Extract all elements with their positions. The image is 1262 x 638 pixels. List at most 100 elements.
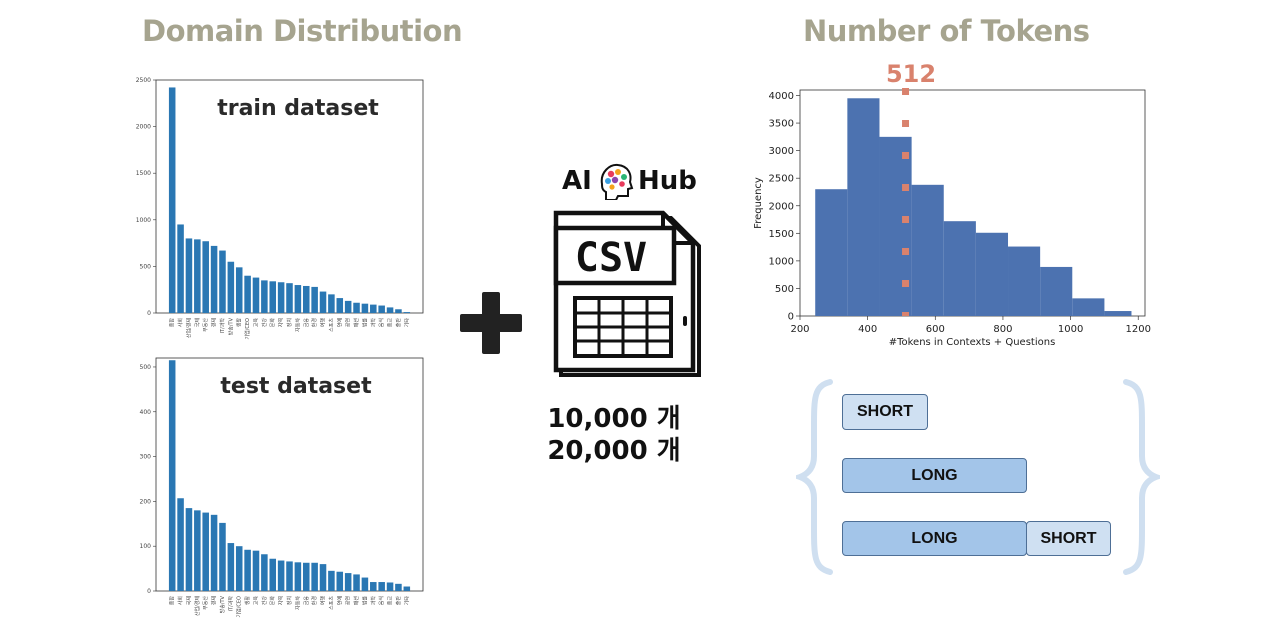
test-bar (370, 582, 377, 591)
number-of-tokens-title: Number of Tokens (803, 14, 1090, 48)
train-category-label: 자동차 (294, 318, 301, 332)
brain-head-icon (600, 163, 634, 200)
hist-ytick-label: 3500 (769, 119, 794, 130)
short-segment-row3: SHORT (1026, 521, 1111, 556)
train-ytick-label: 1500 (136, 170, 151, 177)
test-bar (361, 577, 369, 591)
test-category-label: 환경 (311, 596, 318, 605)
train-bar (395, 309, 402, 313)
test-category-label: 부동산 (202, 596, 209, 610)
test-category-label: 자동차 (294, 596, 301, 610)
train-category-label: 환경 (311, 318, 318, 327)
train-bar (235, 267, 243, 313)
test-bar (328, 570, 335, 591)
train-category-label: 건강 (261, 318, 268, 328)
test-category-label: 산업/경제 (194, 596, 201, 616)
train-bar (344, 300, 352, 313)
test-bar (202, 512, 209, 591)
test-bar (344, 573, 352, 591)
train-category-label: 종합 (169, 318, 176, 328)
test-category-label: 금융 (304, 596, 310, 606)
aihub-logo: AI Hub (560, 160, 710, 204)
aihub-logo-right: Hub (638, 166, 697, 196)
test-category-label: 출판 (395, 596, 402, 606)
test-category-label: IT/과학 (227, 596, 234, 612)
test-bars (168, 360, 411, 591)
csv-label: CSV (575, 235, 647, 281)
test-bar (302, 562, 310, 591)
train-category-label: 문화 (270, 318, 276, 328)
test-category-label: 기업/CEO (236, 596, 243, 618)
train-bar (378, 305, 385, 313)
test-ytick-label: 0 (147, 588, 151, 595)
train-dataset-title: train dataset (217, 96, 379, 121)
long-segment-row3: LONG (842, 521, 1027, 556)
train-category-label: 경제 (211, 318, 218, 328)
hist-xtick-label: 600 (926, 324, 945, 335)
hist-ytick-label: 2000 (769, 201, 794, 212)
test-category-label: 종합 (169, 596, 176, 606)
test-category-label: 공연 (345, 596, 352, 606)
train-category-label: 공연 (345, 318, 352, 328)
train-bar (168, 87, 176, 314)
train-bar (261, 280, 268, 313)
hist-ylabel: Frequency (753, 177, 764, 229)
train-category-label: 종교 (388, 318, 394, 328)
hist-xtick-label: 200 (790, 324, 809, 335)
train-bar (202, 241, 209, 313)
train-bar (269, 281, 277, 313)
test-ytick-label: 100 (140, 543, 152, 550)
test-bar (194, 510, 201, 591)
test-dataset-title: test dataset (220, 374, 372, 399)
hist-bin (815, 189, 848, 316)
train-bar (294, 285, 302, 313)
test-category-label: 기타 (403, 596, 410, 606)
test-bar (219, 522, 226, 591)
train-category-label: 과학 (370, 318, 377, 328)
train-category-label: 법률 (361, 318, 368, 328)
train-bar (302, 285, 310, 313)
train-ytick-label: 500 (140, 263, 152, 270)
train-bar (386, 307, 394, 313)
test-ytick-label: 200 (140, 498, 152, 505)
train-category-label: 부동산 (202, 318, 209, 332)
hist-xlabel: #Tokens in Contexts + Questions (889, 337, 1056, 348)
long-segment-row2: LONG (842, 458, 1027, 493)
test-bar (252, 550, 260, 591)
train-category-label: 지역 (278, 318, 285, 327)
test-category-label: 경제 (211, 596, 218, 606)
train-category-label: 출판 (395, 318, 402, 328)
test-category-label: 건강 (261, 596, 268, 606)
hist-xtick-label: 1200 (1126, 324, 1151, 335)
test-category-label: 법률 (361, 596, 368, 606)
test-category-label: 종교 (388, 596, 394, 606)
train-bar (328, 294, 335, 313)
train-ytick-label: 1000 (136, 217, 151, 224)
train-ytick-label: 0 (147, 310, 151, 317)
hist-ytick-label: 0 (788, 312, 794, 323)
train-bar (311, 286, 318, 313)
train-bar (227, 261, 235, 313)
train-category-label: 기타 (403, 318, 410, 328)
test-category-label: 교육 (253, 596, 259, 606)
hist-xtick-label: 400 (858, 324, 877, 335)
train-bar (244, 275, 251, 313)
test-category-label: 음식 (378, 596, 385, 605)
test-ytick-label: 300 (140, 454, 152, 461)
test-bar (294, 562, 302, 591)
train-category-label: 음식 (378, 318, 385, 327)
train-bar (177, 224, 184, 313)
count-line-1: 10,000 개 (547, 404, 681, 434)
train-category-label: 금융 (304, 318, 310, 328)
test-bar (311, 562, 318, 591)
test-bar (269, 558, 277, 591)
hist-bin (911, 184, 944, 316)
train-category-label: 사회 (177, 318, 184, 327)
train-category-label: 기업/CEO (244, 318, 251, 340)
